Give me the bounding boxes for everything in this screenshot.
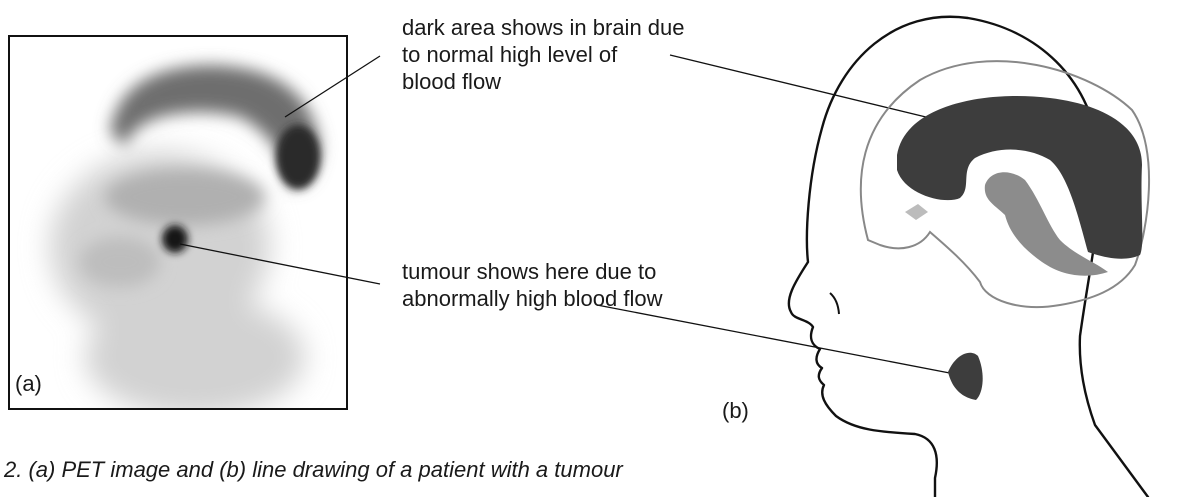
brain-callout-line-3: blood flow	[402, 68, 685, 95]
tumour-callout-line-1: tumour shows here due to	[402, 258, 663, 285]
drawing-tumour-leader	[597, 305, 960, 375]
brain-callout: dark area shows in brain due to normal h…	[402, 14, 685, 95]
brain-callout-line-2: to normal high level of	[402, 41, 685, 68]
leader-lines	[180, 55, 960, 375]
brain-callout-line-1: dark area shows in brain due	[402, 14, 685, 41]
panel-b-label: (b)	[722, 398, 749, 424]
figure-caption: 2. (a) PET image and (b) line drawing of…	[4, 457, 623, 483]
ear-marks	[830, 293, 935, 492]
brain-light-area	[905, 204, 928, 220]
head-outline	[789, 17, 1148, 497]
pet-brain-leader	[285, 56, 380, 117]
pet-tumour-leader	[180, 244, 380, 284]
tumour-shape	[948, 353, 983, 400]
tumour-callout: tumour shows here due to abnormally high…	[402, 258, 663, 312]
drawing-brain-leader	[670, 55, 930, 118]
tumour-callout-line-2: abnormally high blood flow	[402, 285, 663, 312]
